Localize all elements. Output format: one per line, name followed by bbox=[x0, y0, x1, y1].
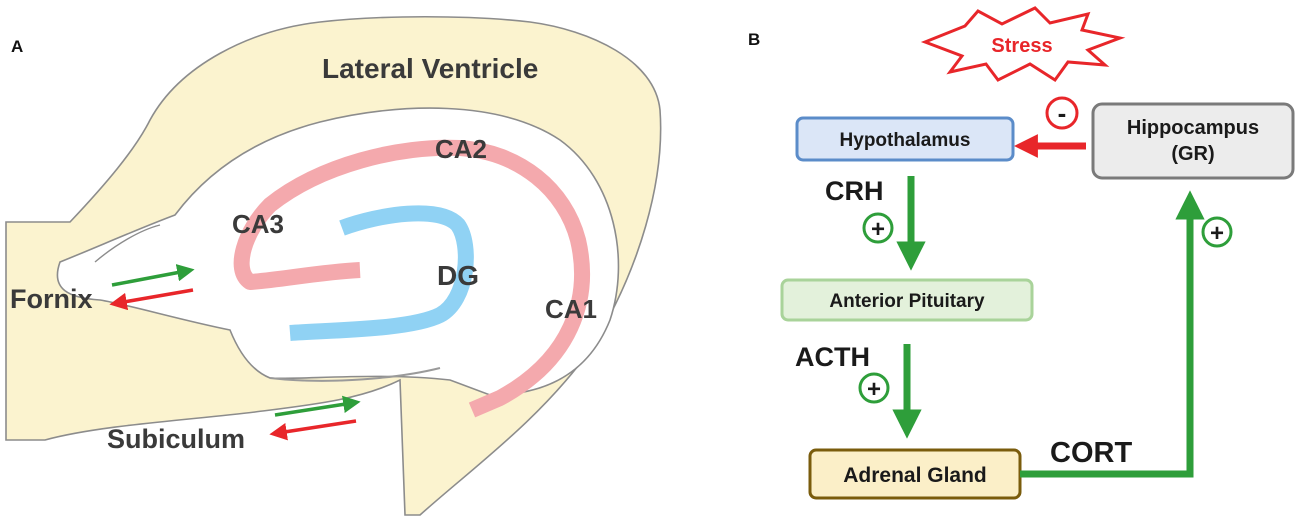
hippocampus-box bbox=[1091, 102, 1295, 180]
ca1-label: CA1 bbox=[545, 294, 597, 324]
ca2-label: CA2 bbox=[435, 134, 487, 164]
cort-positive-circle bbox=[1201, 216, 1233, 248]
subiculum-efferent-arrow bbox=[274, 395, 361, 417]
hypothalamus-label: Hypothalamus bbox=[840, 130, 971, 151]
panel-b-label: B bbox=[748, 30, 760, 49]
fornix-notch bbox=[94, 224, 161, 263]
hippocampal-cavity bbox=[56, 107, 620, 396]
fornix-label: Fornix bbox=[10, 284, 93, 314]
panel-b: B Stress Hypothalamus Hippocampus (GR) A… bbox=[748, 6, 1295, 500]
crh-positive-circle bbox=[862, 212, 894, 244]
ca-region-band bbox=[233, 139, 590, 418]
cort-label: CORT bbox=[1050, 437, 1132, 469]
fornix-afferent-arrow bbox=[109, 288, 194, 311]
panel-a: A Lateral Ventricle CA2 CA3 DG CA1 Forni… bbox=[5, 15, 662, 516]
subiculum-label: Subiculum bbox=[107, 424, 245, 454]
hypothalamus-box bbox=[795, 116, 1015, 162]
negative-sign: - bbox=[1058, 98, 1067, 128]
acth-positive-sign: + bbox=[867, 376, 881, 403]
stress-label: Stress bbox=[991, 35, 1052, 57]
anterior-pituitary-box bbox=[780, 278, 1034, 322]
hippocampus-label-line1: Hippocampus bbox=[1127, 117, 1259, 139]
stress-burst-shape bbox=[920, 6, 1126, 83]
hippocampus-bottom-edge bbox=[269, 367, 441, 382]
adrenal-to-hippocampus-path bbox=[1020, 190, 1205, 478]
panel-a-label: A bbox=[11, 37, 23, 56]
crh-positive-sign: + bbox=[871, 216, 885, 243]
cort-positive-sign: + bbox=[1210, 220, 1224, 247]
acth-positive-circle bbox=[858, 372, 890, 404]
negative-sign-circle bbox=[1045, 96, 1079, 130]
hippocampus-label-line2: (GR) bbox=[1171, 143, 1214, 165]
fornix-efferent-arrow bbox=[111, 264, 195, 287]
anterior-pituitary-label: Anterior Pituitary bbox=[829, 291, 985, 312]
crh-label: CRH bbox=[825, 176, 884, 206]
dg-label: DG bbox=[437, 260, 479, 291]
lateral-ventricle-label: Lateral Ventricle bbox=[322, 53, 538, 84]
acth-label: ACTH bbox=[795, 342, 870, 372]
dentate-gyrus-band bbox=[289, 205, 474, 341]
ca3-label: CA3 bbox=[232, 209, 284, 239]
subiculum-afferent-arrow bbox=[269, 419, 357, 441]
adrenal-gland-label: Adrenal Gland bbox=[843, 464, 987, 487]
